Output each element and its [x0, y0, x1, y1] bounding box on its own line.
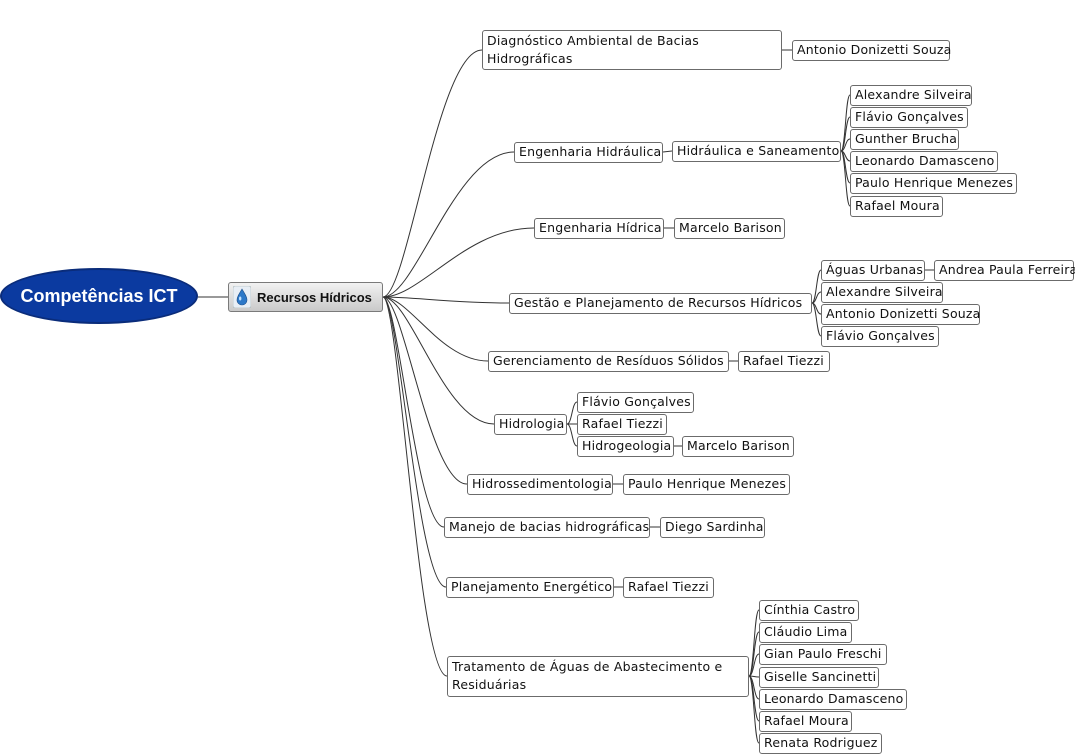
- topic-manejo-bacias[interactable]: Manejo de bacias hidrográficas: [444, 517, 650, 538]
- fan-connector: [748, 631, 760, 677]
- topic-hidrossedimentologia[interactable]: Hidrossedimentologia: [467, 474, 613, 495]
- person-node[interactable]: Cínthia Castro: [759, 600, 859, 621]
- person-node[interactable]: Flávio Gonçalves: [850, 107, 968, 128]
- hub-topic-connector: [382, 296, 445, 528]
- topic-hidrologia[interactable]: Hidrologia: [494, 414, 567, 435]
- hub-node[interactable]: Recursos Hídricos: [228, 282, 383, 312]
- hub-topic-connector: [382, 296, 489, 362]
- water-drop-icon: [233, 286, 251, 308]
- hub-topic-connector: [382, 151, 515, 298]
- person-node[interactable]: Flávio Gonçalves: [577, 392, 694, 413]
- hub-topic-connector: [382, 49, 483, 298]
- fan-connector: [566, 401, 578, 425]
- person-node[interactable]: Rafael Tiezzi: [738, 351, 830, 372]
- fan-connector: [748, 653, 760, 677]
- person-node[interactable]: Gian Paulo Freschi: [759, 644, 887, 665]
- person-node[interactable]: Diego Sardinha: [660, 517, 765, 538]
- topic-gestao-planejamento[interactable]: Gestão e Planejamento de Recursos Hídric…: [509, 293, 812, 314]
- fan-connector: [566, 423, 578, 447]
- hub-topic-connector: [382, 296, 468, 485]
- person-node[interactable]: Paulo Henrique Menezes: [623, 474, 790, 495]
- person-node[interactable]: Rafael Tiezzi: [577, 414, 667, 435]
- hub-node-label: Recursos Hídricos: [257, 289, 372, 305]
- hub-topic-connector: [382, 296, 448, 677]
- hub-topic-connector: [382, 296, 495, 425]
- person-node[interactable]: Cláudio Lima: [759, 622, 852, 643]
- root-node[interactable]: Competências ICT: [0, 268, 198, 324]
- person-node[interactable]: Rafael Moura: [850, 196, 943, 217]
- person-node[interactable]: Paulo Henrique Menezes: [850, 173, 1017, 194]
- topic-diagnostico[interactable]: Diagnóstico Ambiental de Bacias Hidrográ…: [482, 30, 782, 70]
- topic-engenharia-hidraulica[interactable]: Engenharia Hidráulica: [514, 142, 663, 163]
- person-node[interactable]: Gunther Brucha: [850, 129, 959, 150]
- person-node[interactable]: Antonio Donizetti Souza: [792, 40, 951, 61]
- fan-connector: [748, 675, 760, 744]
- person-node[interactable]: Giselle Sancinetti: [759, 667, 879, 688]
- fan-connector: [811, 269, 822, 304]
- fan-connector: [811, 302, 822, 337]
- person-node[interactable]: Marcelo Barison: [674, 218, 785, 239]
- person-node[interactable]: Rafael Tiezzi: [623, 577, 714, 598]
- topic-engenharia-hidrica[interactable]: Engenharia Hídrica: [534, 218, 664, 239]
- person-node[interactable]: Andrea Paula Ferreira: [934, 260, 1075, 281]
- fan-connector: [840, 94, 851, 152]
- person-node[interactable]: Leonardo Damasceno: [759, 689, 907, 710]
- person-node[interactable]: Leonardo Damasceno: [850, 151, 998, 172]
- person-node[interactable]: Flávio Gonçalves: [821, 326, 939, 347]
- person-node[interactable]: Rafael Moura: [759, 711, 852, 732]
- topic-gerenciamento-residuos[interactable]: Gerenciamento de Resíduos Sólidos: [488, 351, 729, 372]
- person-node[interactable]: Renata Rodriguez: [759, 733, 882, 754]
- subtopic-hidrogeologia[interactable]: Hidrogeologia: [577, 436, 674, 457]
- topic-planejamento-energetico[interactable]: Planejamento Energético: [446, 577, 614, 598]
- subtopic-aguas-urbanas[interactable]: Águas Urbanas: [821, 260, 925, 281]
- hub-topic-connector: [382, 296, 447, 588]
- fan-connector: [840, 138, 851, 152]
- subtopic-hidraulica-saneamento[interactable]: Hidráulica e Saneamento: [672, 141, 841, 162]
- hub-topic-connector: [382, 296, 510, 304]
- topic-tratamento-aguas[interactable]: Tratamento de Águas de Abastecimento e R…: [447, 656, 749, 697]
- person-node[interactable]: Marcelo Barison: [682, 436, 794, 457]
- person-node[interactable]: Alexandre Silveira: [850, 85, 972, 106]
- root-node-label: Competências ICT: [20, 285, 178, 306]
- child-connector: [662, 150, 673, 153]
- fan-connector: [840, 150, 851, 207]
- hub-topic-connector: [382, 227, 535, 298]
- fan-connector: [811, 291, 822, 304]
- person-node[interactable]: Alexandre Silveira: [821, 282, 943, 303]
- fan-connector: [840, 116, 851, 152]
- person-node[interactable]: Antonio Donizetti Souza: [821, 304, 980, 325]
